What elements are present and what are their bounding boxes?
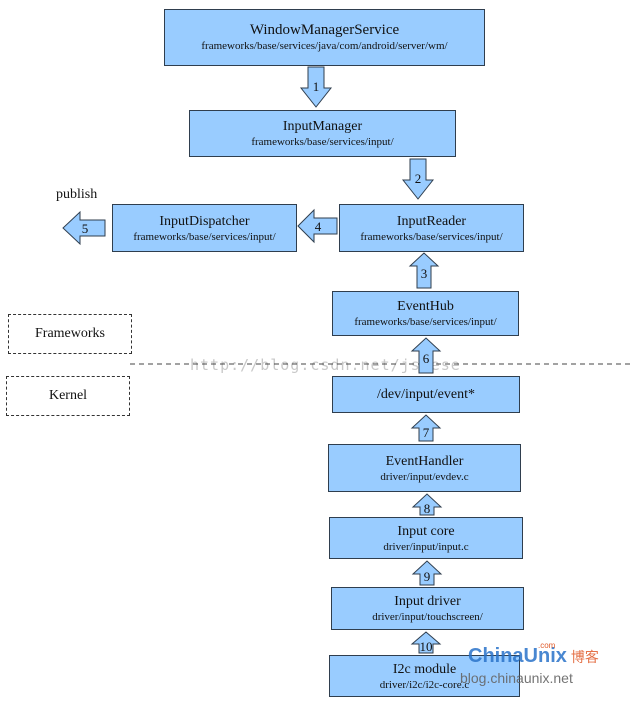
arrow-edge-6: 6: [410, 337, 442, 374]
frameworks-layer-box: Frameworks: [8, 314, 132, 354]
node-title: InputDispatcher: [159, 213, 250, 229]
node-path: frameworks/base/services/java/com/androi…: [201, 40, 448, 52]
watermark-text: http://blog.csdn.net/jscese: [190, 356, 461, 374]
node-path: driver/input/touchscreen/: [372, 611, 483, 623]
chinaunix-url: blog.chinaunix.net: [460, 670, 573, 686]
node-input-reader: InputReader frameworks/base/services/inp…: [339, 204, 524, 252]
node-path: frameworks/base/services/input/: [354, 316, 497, 328]
node-input-core: Input core driver/input/input.c: [329, 517, 523, 559]
node-title: WindowManagerService: [249, 22, 400, 38]
kernel-layer-box: Kernel: [6, 376, 130, 416]
edge-label: 5: [82, 221, 89, 236]
node-dev-input-event: /dev/input/event*: [332, 376, 520, 413]
node-event-handler: EventHandler driver/input/evdev.c: [328, 444, 521, 492]
publish-label: publish: [56, 187, 98, 202]
arrow-edge-7: 7: [410, 414, 442, 442]
arrow-edge-5: 5: [62, 210, 106, 246]
node-path: driver/input/input.c: [383, 540, 469, 553]
edge-label: 10: [420, 639, 433, 654]
node-input-dispatcher: InputDispatcher frameworks/base/services…: [112, 204, 297, 252]
node-path: driver/i2c/i2c-core.c: [379, 678, 470, 691]
node-i2c-module: I2c module driver/i2c/i2c-core.c: [329, 655, 520, 697]
arrow-edge-8: 8: [411, 493, 443, 516]
node-window-manager-service: WindowManagerService frameworks/base/ser…: [164, 9, 485, 66]
edge-label: 9: [424, 569, 431, 584]
logo-text: ChinaUnix: [468, 645, 567, 667]
node-path: driver/input/evdev.c: [380, 470, 469, 483]
arrow-edge-3: 3: [408, 252, 440, 289]
node-title: EventHub: [397, 299, 454, 314]
edge-label: 8: [424, 501, 431, 516]
logo-small-text: .com: [538, 641, 556, 650]
edge-label: 4: [315, 219, 322, 234]
edge-label: 6: [423, 351, 430, 366]
node-title: I2c module: [392, 661, 457, 677]
node-title: EventHandler: [385, 453, 464, 469]
node-input-manager: InputManager frameworks/base/services/in…: [189, 110, 456, 157]
node-path: frameworks/base/services/input/: [251, 136, 394, 148]
node-title: Input core: [397, 523, 455, 539]
node-path: frameworks/base/services/input/: [133, 230, 276, 243]
edge-label: 7: [423, 425, 430, 440]
node-title: /dev/input/event*: [377, 387, 475, 402]
arrow-edge-4: 4: [297, 208, 338, 244]
edge-label: 1: [313, 79, 320, 94]
node-title: InputReader: [396, 213, 467, 229]
arrow-edge-10: 10: [410, 631, 442, 654]
frameworks-layer-label: Frameworks: [35, 326, 105, 341]
arrow-edge-2: 2: [401, 158, 435, 200]
node-path: frameworks/base/services/input/: [360, 230, 503, 243]
edge-label: 2: [415, 171, 422, 186]
arrow-edge-9: 9: [411, 560, 443, 586]
node-event-hub: EventHub frameworks/base/services/input/: [332, 291, 519, 336]
node-title: InputManager: [282, 119, 363, 134]
logo-cn-text: 博客: [570, 650, 599, 666]
node-input-driver: Input driver driver/input/touchscreen/: [331, 587, 524, 630]
kernel-layer-label: Kernel: [48, 388, 88, 403]
arrow-edge-1: 1: [299, 66, 333, 108]
node-title: Input driver: [394, 594, 461, 609]
edge-label: 3: [421, 266, 428, 281]
